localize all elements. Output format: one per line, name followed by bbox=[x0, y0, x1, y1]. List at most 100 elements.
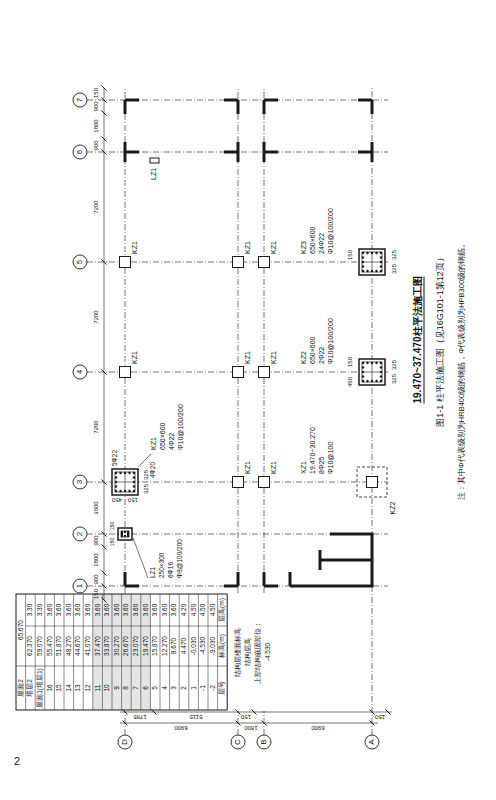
dimension-line bbox=[120, 712, 392, 713]
drawing-label: -0.030 bbox=[190, 637, 197, 655]
stirrup bbox=[362, 362, 382, 382]
rebar-dot bbox=[133, 472, 135, 474]
drawing-label: 5 bbox=[152, 686, 159, 690]
drawing-label: 1800 bbox=[93, 553, 99, 566]
current-floor-band bbox=[102, 594, 112, 710]
current-floor-band bbox=[131, 594, 141, 710]
drawing-label: 3.60 bbox=[123, 604, 130, 617]
column-symbol bbox=[233, 367, 244, 378]
dimension-text: 1785 bbox=[133, 714, 146, 720]
drawing-label: 8.670 bbox=[171, 638, 178, 654]
column-symbol bbox=[233, 477, 244, 488]
drawing-label: 325 bbox=[143, 470, 149, 480]
drawing-label: 19.470~30.270 bbox=[309, 427, 316, 474]
drawing-label: 6 bbox=[76, 150, 84, 154]
dimension-tick bbox=[102, 150, 107, 155]
drawing-label: 1 bbox=[76, 584, 84, 588]
table-row-line bbox=[54, 594, 55, 710]
crosstie bbox=[372, 362, 373, 382]
drawing-label: 1 bbox=[190, 686, 197, 690]
drawing-label: KZ3 bbox=[300, 241, 307, 254]
drawing-label: 150 bbox=[93, 88, 99, 98]
dimension-tick bbox=[102, 545, 107, 550]
drawing-label: -9.030 bbox=[210, 637, 217, 655]
drawing-label: 4Φ20 bbox=[150, 462, 157, 478]
wall-segment bbox=[263, 572, 266, 586]
rebar-dot bbox=[115, 490, 117, 492]
table-row-line bbox=[169, 594, 170, 710]
table-border bbox=[16, 594, 227, 710]
dimension-tick bbox=[370, 710, 375, 715]
drawing-label: 24Φ22 bbox=[318, 233, 325, 254]
dimension-tick bbox=[102, 584, 107, 589]
drawing-label: LZ1 bbox=[150, 567, 157, 578]
drawing-label: 325 bbox=[391, 374, 397, 384]
page-number: 2 bbox=[14, 756, 20, 767]
rebar-dot bbox=[380, 362, 382, 364]
current-floor-band bbox=[141, 594, 151, 710]
drawing-label: 注：其中Φ代表级别为HRB400级的钢筋，Φ代表级别为HPB300级的钢筋。 bbox=[458, 240, 466, 500]
rebar-dot bbox=[366, 380, 368, 382]
dimension-tick bbox=[102, 370, 107, 375]
wall-segment bbox=[125, 151, 139, 154]
drawing-label: 19.470 bbox=[142, 636, 149, 656]
drawing-label: 7 bbox=[76, 98, 84, 102]
table-row-line bbox=[112, 594, 113, 710]
dimension-tick bbox=[386, 710, 391, 715]
figure-caption: 图1-1 柱平法施工图（见16G101-1第12页） bbox=[436, 253, 446, 427]
column-symbol bbox=[259, 257, 270, 268]
table-row-line bbox=[35, 594, 36, 710]
drawing-label: 5Φ22 bbox=[112, 450, 119, 466]
column-symbol bbox=[259, 477, 270, 488]
core-wall bbox=[290, 534, 372, 586]
rebar-dot bbox=[362, 380, 364, 382]
drawing-label: 2 bbox=[76, 532, 84, 536]
drawing-label: 13 bbox=[75, 684, 82, 691]
dimension-text: 150 bbox=[241, 714, 251, 720]
drawing-label: 标高(m) bbox=[219, 634, 226, 658]
table-row-line bbox=[217, 594, 218, 710]
drawing-label: 325 bbox=[391, 264, 397, 274]
drawing-label: KZ1 bbox=[270, 461, 277, 474]
lz1-section bbox=[118, 528, 132, 540]
drawing-label: 4Φ22 bbox=[168, 433, 175, 450]
rebar-dot bbox=[362, 362, 364, 364]
rebar-dot bbox=[380, 375, 382, 377]
wall-segment bbox=[263, 100, 266, 114]
drawing-label: 55.470 bbox=[46, 636, 53, 656]
drawing-label: KZ1 bbox=[270, 351, 277, 364]
table-row-line bbox=[73, 594, 74, 710]
drawing-label: Φ8@100/200 bbox=[177, 539, 184, 578]
table-row-line bbox=[92, 594, 93, 710]
kz3-section bbox=[359, 249, 385, 275]
drawing-label: 3.60 bbox=[75, 604, 82, 617]
drawing-label: KZ1 bbox=[150, 437, 157, 450]
axis-bubble bbox=[118, 735, 132, 749]
current-floor-band bbox=[122, 594, 132, 710]
drawing-label: D bbox=[121, 739, 129, 745]
rebar-dot bbox=[380, 270, 382, 272]
drawing-label: 150 bbox=[347, 357, 353, 367]
stirrup bbox=[121, 531, 129, 537]
table-row-line bbox=[25, 594, 26, 710]
axis-bubble bbox=[231, 735, 245, 749]
dimension-tick bbox=[102, 571, 107, 576]
rebar-dot bbox=[380, 380, 382, 382]
drawing-label: 3 bbox=[76, 480, 84, 484]
rebar-dot bbox=[366, 270, 368, 272]
table-row-line bbox=[198, 594, 199, 710]
drawing-label: 上部结构嵌固部位： bbox=[255, 621, 262, 684]
drawing-label: 4.470 bbox=[181, 638, 188, 654]
column-symbol bbox=[233, 257, 244, 268]
drawing-label: 屋面1(塔层1) bbox=[37, 668, 44, 708]
dimension-tick bbox=[102, 598, 107, 603]
drawing-label: 7200 bbox=[93, 420, 99, 433]
drawing-label: 4 bbox=[76, 370, 84, 374]
drawing-label: LZ1 bbox=[150, 168, 157, 180]
drawing-label: 8Φ25 bbox=[318, 457, 325, 474]
axis-line bbox=[238, 88, 239, 593]
rebar-dot bbox=[375, 380, 377, 382]
rebar-dot bbox=[362, 252, 364, 254]
dimension-tick bbox=[152, 710, 157, 715]
drawing-label: 3.60 bbox=[133, 604, 140, 617]
